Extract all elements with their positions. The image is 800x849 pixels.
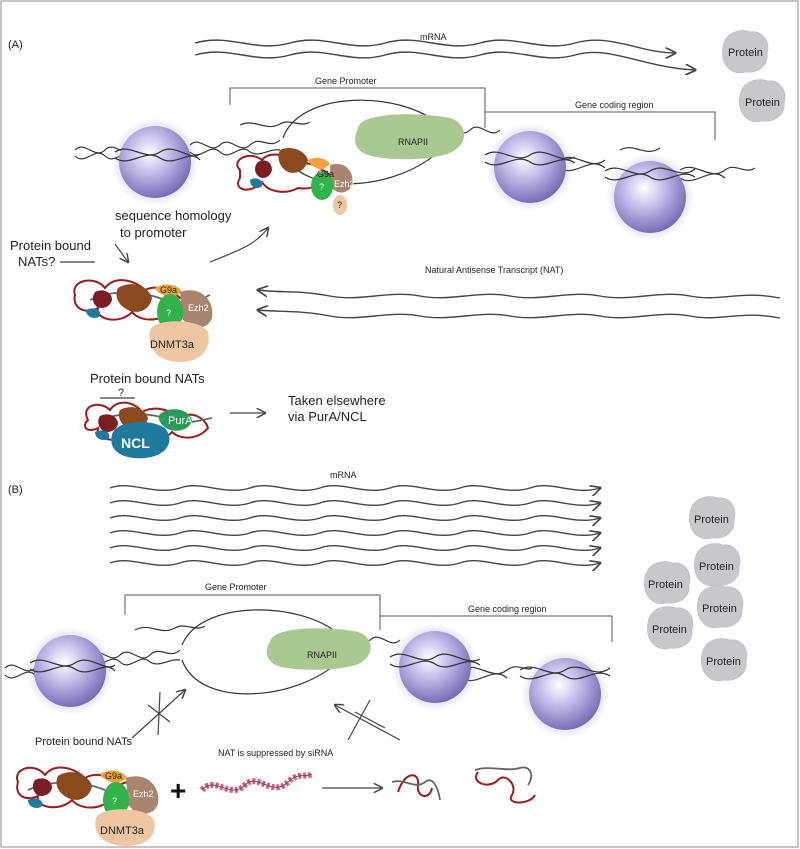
- panel-b-blocked-arrow-left: [131, 690, 185, 739]
- panel-a-rnapii-label: RNAPII: [398, 137, 428, 147]
- panel-b-mrna-strand: [109, 531, 600, 536]
- panel-a-complex2-ezh2: Ezh2: [188, 303, 209, 313]
- panel-b-protein-2-label: Protein: [699, 561, 734, 573]
- panel-a-nucleosome-2: [484, 123, 576, 211]
- panel-b-protein-4-label: Protein: [702, 603, 737, 615]
- panel-a-rnapii: [355, 114, 465, 160]
- panel-b-coding-bracket: [380, 615, 613, 642]
- panel-a-protein-bound-nats: Protein bound NATs: [90, 371, 205, 386]
- panel-a-homology-arrow-down: [114, 243, 128, 262]
- panel-b-promoter-bracket: [124, 594, 381, 630]
- panel-b-fragment-2: [474, 766, 536, 804]
- panel-a-complex-2: [73, 279, 213, 362]
- panel-a-nat-label: Natural Antisense Transcript (NAT): [425, 265, 563, 275]
- panel-b-fragment-1: [391, 774, 441, 801]
- panel-b-complex-unknown: ?: [112, 796, 117, 806]
- panel-a-nucleosome-1: [111, 118, 201, 206]
- panel-b-mrna-strand: [109, 561, 600, 566]
- panel-a-complex-unknown2: ?: [337, 200, 342, 210]
- panel-b-nucleosome-1: [26, 627, 116, 715]
- panel-a-coding-label: Gene coding region: [575, 100, 654, 110]
- panel-b-mrna: [109, 486, 600, 566]
- panel-b-coding-label: Gene coding region: [468, 604, 547, 614]
- panel-a-complex-g9a: G9a: [317, 169, 334, 179]
- panel-a-question-mark: ?: [118, 387, 124, 399]
- panel-b-rnapii: [266, 628, 371, 670]
- panel-b-nat-suppressed: NAT is suppressed by siRNA: [218, 748, 333, 758]
- panel-a-complex-unknown: ?: [319, 182, 324, 192]
- panel-b-blocked-arrow-right: [335, 699, 401, 741]
- panel-a-pura-label: PurA: [168, 415, 193, 427]
- panel-b-mrna-strand: [109, 501, 600, 506]
- panel-b-rnapii-label: RNAPII: [307, 650, 337, 660]
- panel-a-label: (A): [8, 39, 23, 51]
- panel-a-ncl-complex: [84, 401, 213, 459]
- panel-b-mrna-strand: [109, 546, 600, 551]
- panel-a-complex2-unknown: ?: [166, 308, 171, 318]
- panel-b-protein-6-label: Protein: [706, 656, 741, 668]
- panel-a-homology-arrow-up: [209, 228, 268, 263]
- panel-b-complex: [16, 766, 159, 846]
- panel-b-mrna-strand: [109, 486, 600, 491]
- panel-b-nucleosome-3: [519, 650, 611, 738]
- panel-a-complex2-dnmt3a: DNMT3a: [150, 339, 195, 351]
- panel-a-taken-elsewhere: Taken elsewhere via PurA/NCL: [288, 393, 389, 424]
- panel-b-protein-1-label: Protein: [694, 514, 729, 526]
- panel-a-complex: [236, 148, 353, 215]
- panel-a-nat: [258, 290, 781, 319]
- panel-a-protein-1-label: Protein: [728, 47, 763, 59]
- panel-a-complex2-g9a: G9a: [160, 285, 177, 295]
- panel-b-sirna: [199, 771, 314, 793]
- panel-b-protein-5-label: Protein: [652, 624, 687, 636]
- panel-b-complex-g9a: G9a: [105, 771, 122, 781]
- panel-b-mrna-strand: [109, 516, 600, 521]
- panel-b-protein-3-label: Protein: [648, 579, 683, 591]
- panel-b-complex-dnmt3a: DNMT3a: [100, 825, 145, 837]
- panel-a-protein-bound-nats-q: Protein bound NATs?: [10, 238, 95, 269]
- panel-a-promoter-label: Gene Promoter: [315, 76, 377, 86]
- panel-a-promoter-bracket: [229, 87, 486, 128]
- panel-a-coding-bracket: [485, 111, 716, 140]
- panel-b-complex-ezh2: Ezh2: [133, 789, 154, 799]
- panel-a-complex-ezh2: Ezh2: [334, 179, 355, 189]
- panel-b-mrna-label: mRNA: [330, 470, 357, 480]
- panel-b-plus: +: [170, 775, 186, 806]
- panel-a-protein-2-label: Protein: [745, 97, 780, 109]
- panel-b-protein-bound-nats: Protein bound NATs: [35, 736, 133, 748]
- panel-a-mrna: [194, 39, 695, 70]
- panel-b-promoter-label: Gene Promoter: [205, 582, 267, 592]
- panel-a-nucleosome-3: [604, 153, 696, 241]
- panel-b-nucleosome-2: [389, 623, 481, 711]
- panel-a-mrna-label: mRNA: [420, 32, 447, 42]
- panel-a-sequence-homology: sequence homology to promoter: [115, 208, 235, 240]
- panel-b-label: (B): [8, 484, 23, 496]
- panel-a-ncl-label: NCL: [121, 435, 150, 451]
